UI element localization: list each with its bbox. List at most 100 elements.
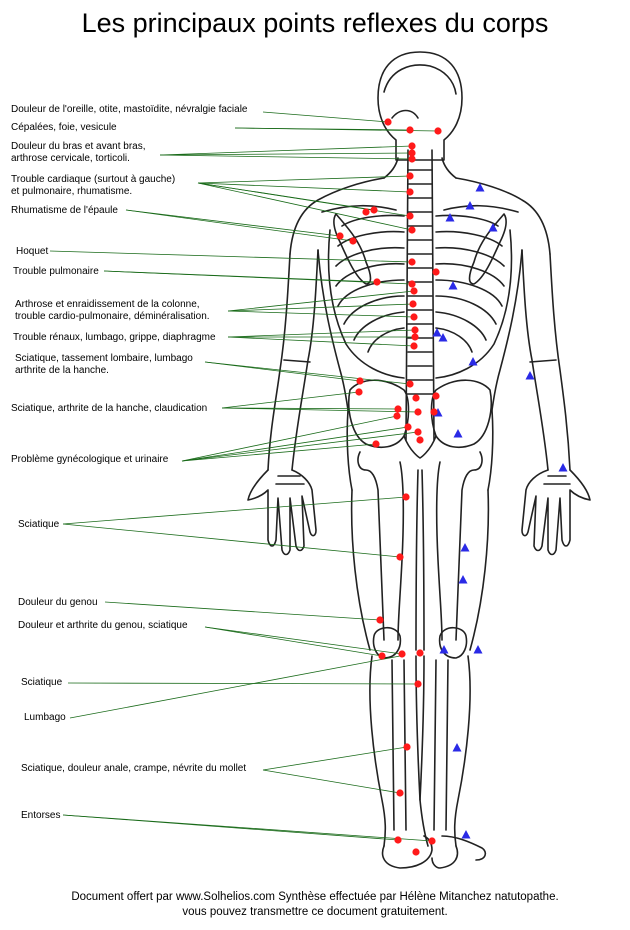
- page-title: Les principaux points reflexes du corps: [81, 8, 549, 38]
- reflex-point-39: [403, 743, 411, 751]
- triangle-marker-4: [488, 223, 498, 232]
- leader-line-14-1: [104, 601, 381, 621]
- label-10-line-1: Sciatique, tassement lombaire, lumbago: [15, 353, 193, 364]
- label-13-line-1: Sciatique: [18, 519, 60, 530]
- leader-line-13-1: [62, 496, 407, 525]
- label-19-line-1: Entorses: [21, 810, 61, 821]
- leader-line-13-2: [62, 523, 401, 558]
- label-2-line-1: Cépalées, foie, vesicule: [11, 122, 117, 133]
- reflex-point-32: [402, 493, 410, 501]
- label-8: Arthrose et enraidissement de la colonne…: [15, 299, 210, 323]
- label-4-line-2: et pulmonaire, rhumatisme.: [11, 186, 133, 197]
- leader-line-6-1: [49, 250, 413, 263]
- leader-line-12-3: [181, 426, 409, 462]
- leader-line-15-2: [204, 626, 403, 655]
- reflex-point-10: [406, 212, 414, 220]
- label-12: Problème gynécologique et urinaire: [11, 454, 168, 466]
- reflex-point-22: [410, 342, 418, 350]
- reflex-point-11: [408, 226, 416, 234]
- reflex-point-5: [408, 149, 416, 157]
- leader-line-9-3: [227, 336, 415, 347]
- reflex-point-45: [432, 268, 440, 276]
- label-9: Trouble rénaux, lumbago, grippe, diaphra…: [13, 332, 216, 344]
- reflex-point-8: [406, 188, 414, 196]
- reflex-point-20: [411, 326, 419, 334]
- reflex-point-19: [410, 313, 418, 321]
- label-17-line-1: Lumbago: [24, 712, 66, 723]
- leader-line-18-2: [262, 769, 401, 794]
- label-16-line-1: Sciatique: [21, 677, 63, 688]
- leader-line-5-2: [125, 209, 354, 242]
- reflex-point-21: [411, 333, 419, 341]
- label-19: Entorses: [21, 810, 60, 822]
- reflex-point-43: [412, 848, 420, 856]
- reflex-point-38: [414, 680, 422, 688]
- leader-line-4-5: [197, 182, 413, 231]
- leader-line-4-2: [197, 175, 411, 184]
- reflex-point-9: [370, 206, 378, 214]
- leader-line-19-2: [62, 814, 433, 842]
- label-7-line-1: Trouble pulmonaire: [13, 266, 99, 277]
- label-10-line-2: arthrite de la hanche.: [15, 365, 109, 376]
- leader-line-15-1: [204, 626, 383, 657]
- label-11-line-1: Sciatique, arthrite de la hanche, claudi…: [11, 403, 208, 414]
- label-14: Douleur du genou: [18, 597, 98, 609]
- leader-line-10-2: [204, 361, 411, 385]
- label-12-line-1: Problème gynécologique et urinaire: [11, 454, 169, 465]
- triangle-marker-6: [432, 328, 442, 337]
- reflex-point-17: [410, 287, 418, 295]
- reflex-point-44: [362, 208, 370, 216]
- leader-line-3-1: [159, 145, 413, 156]
- triangle-marker-9: [525, 371, 535, 380]
- reflex-point-46: [432, 392, 440, 400]
- reflex-point-1: [384, 118, 392, 126]
- reflex-point-4: [408, 142, 416, 150]
- reflex-point-23: [356, 377, 364, 385]
- reflex-point-12: [336, 232, 344, 240]
- triangle-marker-15: [439, 645, 449, 654]
- reflex-point-29: [414, 428, 422, 436]
- reflex-point-35: [378, 652, 386, 660]
- reflex-point-25: [355, 388, 363, 396]
- footer-line-1: Document offert par www.Solhelios.com Sy…: [71, 891, 559, 903]
- label-13: Sciatique: [18, 519, 59, 531]
- triangle-marker-12: [558, 463, 568, 472]
- triangle-marker-2: [465, 201, 475, 210]
- label-11: Sciatique, arthrite de la hanche, claudi…: [11, 403, 207, 415]
- red-reflex-points: [336, 118, 442, 856]
- triangle-marker-3: [445, 213, 455, 222]
- label-3-line-1: Douleur du bras et avant bras,: [11, 141, 146, 152]
- triangle-marker-17: [452, 743, 462, 752]
- leader-lines: [49, 111, 439, 842]
- footer-line-2: vous pouvez transmettre ce document grat…: [182, 906, 448, 918]
- leader-line-2-2: [234, 127, 439, 132]
- reflex-point-6: [408, 155, 416, 163]
- leader-line-9-1: [227, 329, 416, 338]
- triangle-marker-16: [473, 645, 483, 654]
- label-15: Douleur et arthrite du genou, sciatique: [18, 620, 188, 632]
- reflex-point-33: [396, 553, 404, 561]
- label-8-line-2: trouble cardio-pulmonaire, déminéralisat…: [15, 311, 210, 322]
- blue-triangle-markers: [432, 183, 568, 839]
- reflex-point-37: [416, 649, 424, 657]
- label-5: Rhumatisme de l'épaule: [11, 205, 118, 217]
- leader-line-4-3: [197, 182, 411, 193]
- triangle-marker-7: [438, 333, 448, 342]
- label-3-line-2: arthrose cervicale, torticoli.: [11, 153, 130, 164]
- label-14-line-1: Douleur du genou: [18, 597, 98, 608]
- reflex-point-42: [428, 837, 436, 845]
- reflex-point-47: [412, 394, 420, 402]
- reflex-point-34: [376, 616, 384, 624]
- reflex-point-2: [406, 126, 414, 134]
- label-18: Sciatique, douleur anale, crampe, névrit…: [21, 763, 246, 775]
- triangle-marker-13: [460, 543, 470, 552]
- label-1-line-1: Douleur de l'oreille, otite, mastoïdite,…: [11, 104, 248, 115]
- reflex-point-18: [409, 300, 417, 308]
- reflex-point-7: [406, 172, 414, 180]
- leader-line-17-1: [69, 655, 401, 719]
- reflex-point-16: [408, 280, 416, 288]
- leader-line-8-3: [227, 310, 415, 318]
- leader-line-18-1: [262, 746, 408, 771]
- label-3: Douleur du bras et avant bras,arthrose c…: [11, 141, 146, 165]
